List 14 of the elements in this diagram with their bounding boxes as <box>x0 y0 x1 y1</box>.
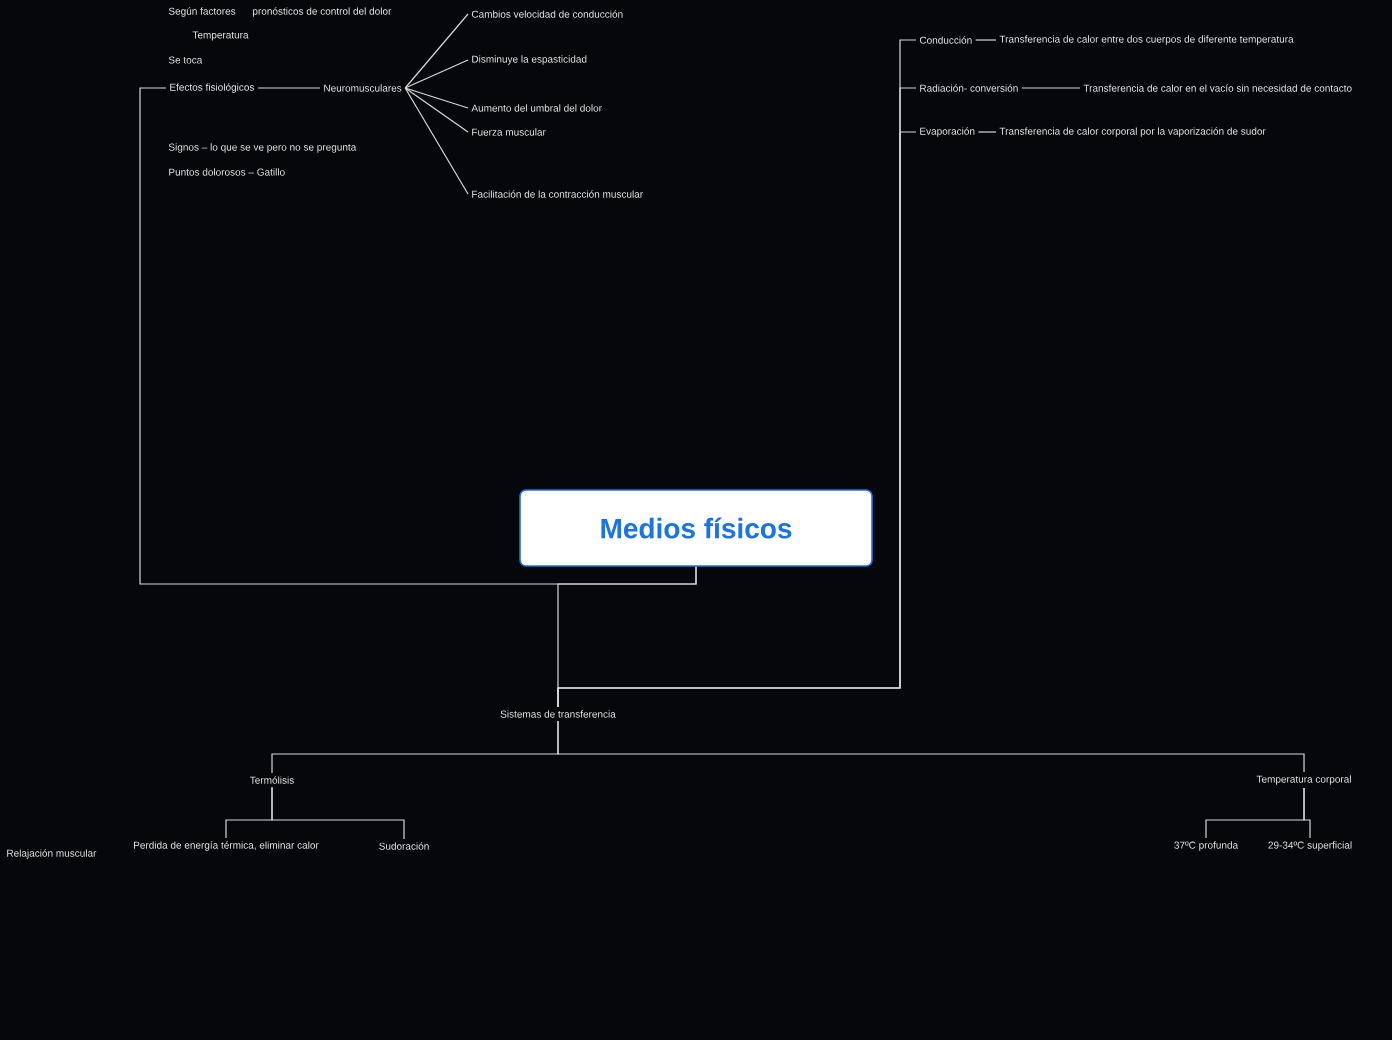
connector-line <box>404 13 469 89</box>
connector-line <box>271 786 405 840</box>
connector-line <box>404 59 469 89</box>
connector-line <box>557 720 1305 773</box>
connector-line <box>404 87 469 195</box>
connector-line <box>404 87 469 109</box>
connector-line <box>977 131 997 133</box>
connector-line <box>975 39 997 41</box>
connector-line <box>1303 787 1311 839</box>
central-topic-box: Medios físicos <box>519 489 873 567</box>
connector-line <box>404 87 469 133</box>
connector-line <box>1021 87 1081 89</box>
connector-line <box>139 87 697 585</box>
connector-line <box>257 87 321 89</box>
